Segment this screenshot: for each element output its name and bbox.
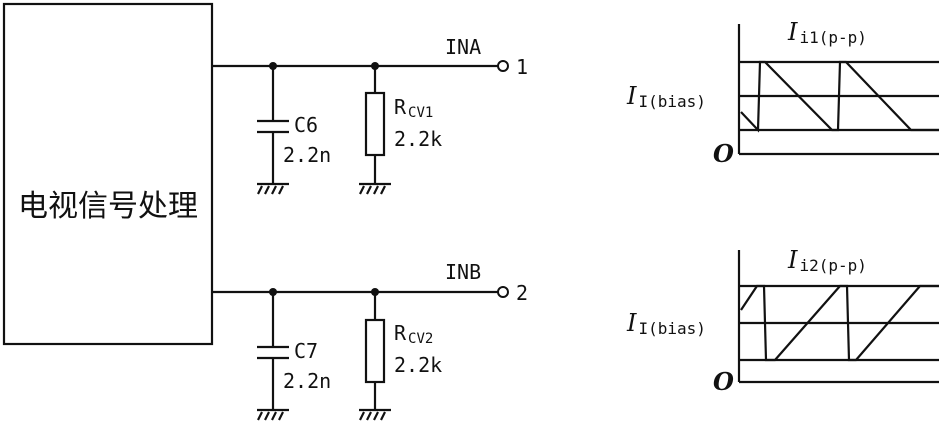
res-value-rcv1: 2.2k [394, 127, 442, 151]
cap-name-c7: C7 [294, 339, 318, 363]
pin-number-1: 1 [516, 55, 528, 79]
pin-number-2: 2 [516, 281, 528, 305]
block-label: 电视信号处理 [18, 189, 198, 224]
cap-name-c6: C6 [294, 113, 318, 137]
ground-symbol [257, 182, 289, 195]
ground-symbol [359, 408, 391, 421]
origin-label-1: O [713, 139, 734, 168]
terminal-1 [497, 60, 509, 72]
cap-value-c7: 2.2n [283, 369, 331, 393]
net-label-ina: INA [445, 35, 481, 59]
resistor-body [364, 91, 386, 157]
cap-value-c6: 2.2n [283, 143, 331, 167]
terminal-2 [497, 286, 509, 298]
res-value-rcv2: 2.2k [394, 353, 442, 377]
tv-processing-block [2, 2, 214, 346]
sawtooth-waveform [740, 60, 939, 133]
ground-symbol [257, 408, 289, 421]
ground-symbol [359, 182, 391, 195]
sawtooth-waveform [740, 284, 939, 362]
net-label-inb: INB [445, 260, 481, 284]
resistor-body [364, 318, 386, 384]
origin-label-2: O [713, 367, 734, 396]
